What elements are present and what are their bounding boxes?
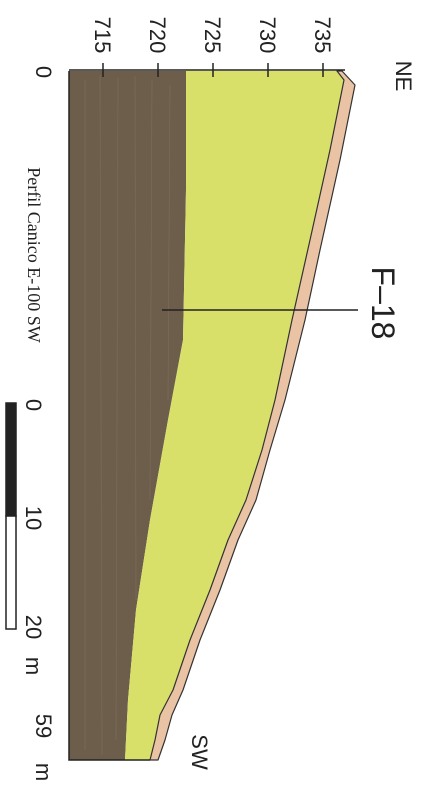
direction-ne-label: NE xyxy=(391,61,416,92)
scale-bar xyxy=(5,402,17,630)
distance-end-label: 59 xyxy=(31,714,56,738)
yellow-layer xyxy=(125,71,344,760)
dark-layer xyxy=(69,71,186,760)
direction-sw-label: SW xyxy=(187,734,212,770)
elevation-tick-735: 735 xyxy=(310,17,335,54)
elevation-tick-725: 725 xyxy=(200,17,225,54)
scale-label-20: 20 xyxy=(21,615,46,639)
elevation-tick-730: 730 xyxy=(255,17,280,54)
profile-title: Perfil Canico E-100 SW xyxy=(24,167,44,342)
distance-unit-label: m xyxy=(31,763,56,781)
well-label: F–18 xyxy=(365,267,401,340)
elevation-axis xyxy=(69,63,345,77)
scale-unit-label: m xyxy=(21,657,46,675)
distance-start-label: 0 xyxy=(31,66,56,78)
profile-base-outline xyxy=(68,71,150,761)
dark-layer-striations xyxy=(84,74,171,756)
scale-label-10: 10 xyxy=(21,506,46,530)
elevation-tick-720: 720 xyxy=(145,17,170,54)
elevation-tick-715: 715 xyxy=(90,17,115,54)
soil-layer xyxy=(149,70,356,761)
scale-label-0: 0 xyxy=(21,399,46,411)
